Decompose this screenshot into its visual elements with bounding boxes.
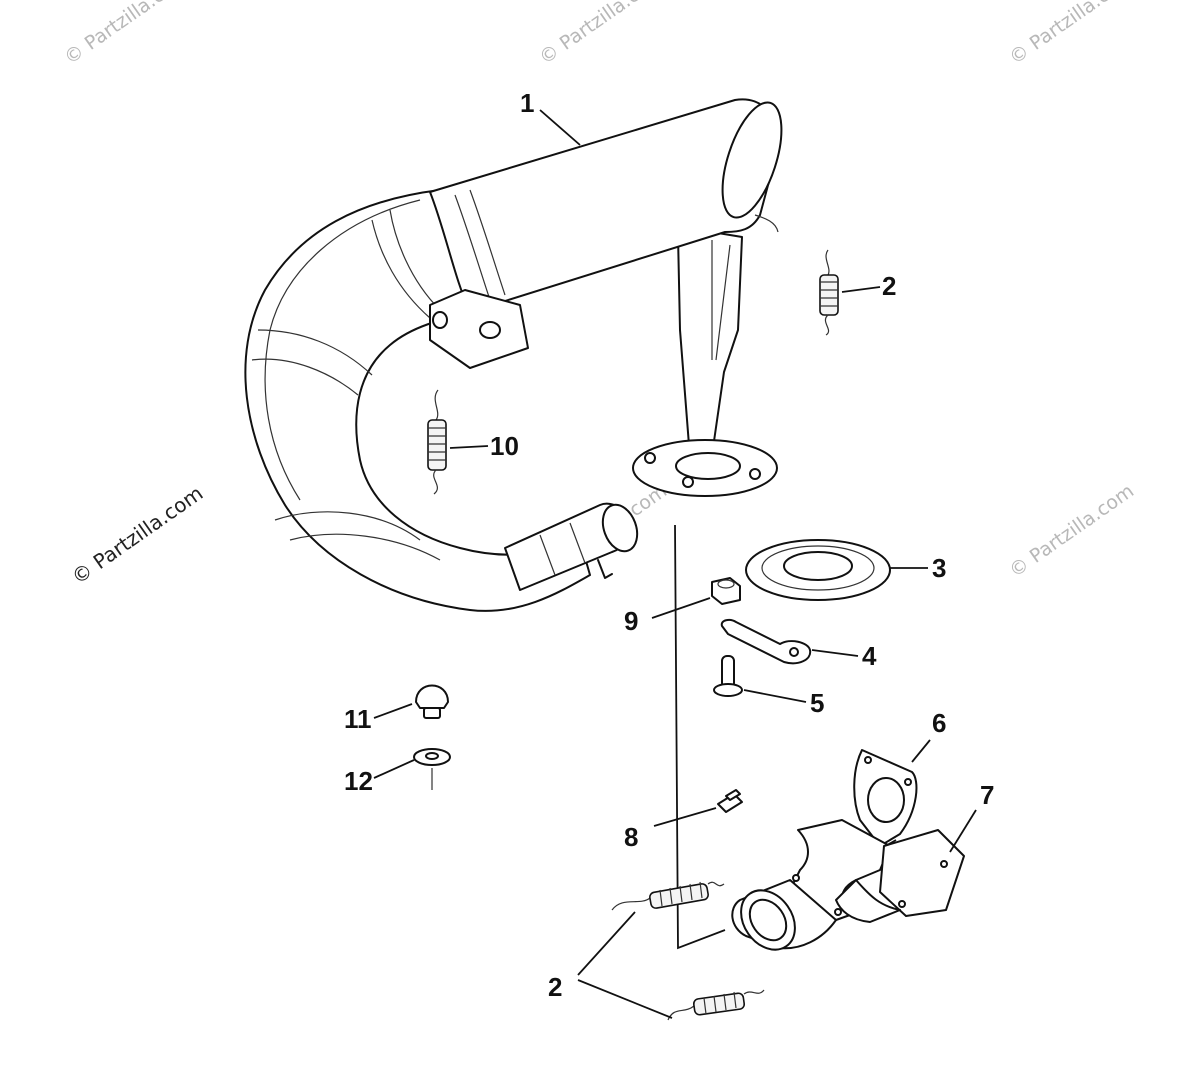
callout-3: 3 [932,553,946,583]
leader-10 [449,445,489,449]
plug-icon [415,684,449,719]
exhaust-spring-icon [667,989,765,1021]
watermark-top-right: © Partzilla.com [1005,0,1138,69]
watermarks: © Partzilla.com © Partzilla.com © Partzi… [60,0,1138,589]
callout-11: 11 [344,704,372,734]
leader-5 [743,689,807,703]
callout-10: 10 [490,431,519,461]
watermark-top-center: © Partzilla.com [535,0,668,69]
leader-1 [539,109,581,146]
exhaust-manifold-icon [731,819,965,951]
bleed-fitting-icon [717,789,743,813]
leader-2-lower-b [577,979,673,1019]
leader-7 [949,809,977,853]
leader-2-upper [841,286,881,293]
callout-2-upper: 2 [882,271,896,301]
leader-8 [653,807,717,827]
callout-8: 8 [624,822,638,852]
watermark-left: © Partzilla.com [67,481,207,589]
exhaust-spring-icon [427,389,447,495]
callout-6: 6 [932,708,946,738]
washer-icon [413,748,451,790]
watermark-top-left: © Partzilla.com [60,0,193,69]
bracket-icon [720,618,812,665]
leader-6-a [911,739,931,763]
callout-1: 1 [520,88,534,118]
exhaust-spring-icon [611,881,725,911]
assembly-centerline [674,524,726,950]
callout-2-lower: 2 [548,972,562,1002]
muffler-exhaust-pipe-icon [244,98,783,612]
grommet-icon [745,539,891,601]
callout-12: 12 [344,766,373,796]
leader-11 [373,703,413,719]
leader-4 [811,649,859,657]
leader-2-lower-a [577,911,636,976]
exhaust-spring-icon [819,249,839,336]
leader-9 [651,597,711,619]
leader-12 [373,759,415,779]
callout-4: 4 [862,641,877,671]
callout-9: 9 [624,606,638,636]
watermark-right: © Partzilla.com [1005,480,1138,582]
nut-icon [711,577,741,605]
callout-7: 7 [980,780,994,810]
rivet-icon [713,655,743,697]
callout-5: 5 [810,688,824,718]
manifold-gasket-icon [853,749,918,847]
